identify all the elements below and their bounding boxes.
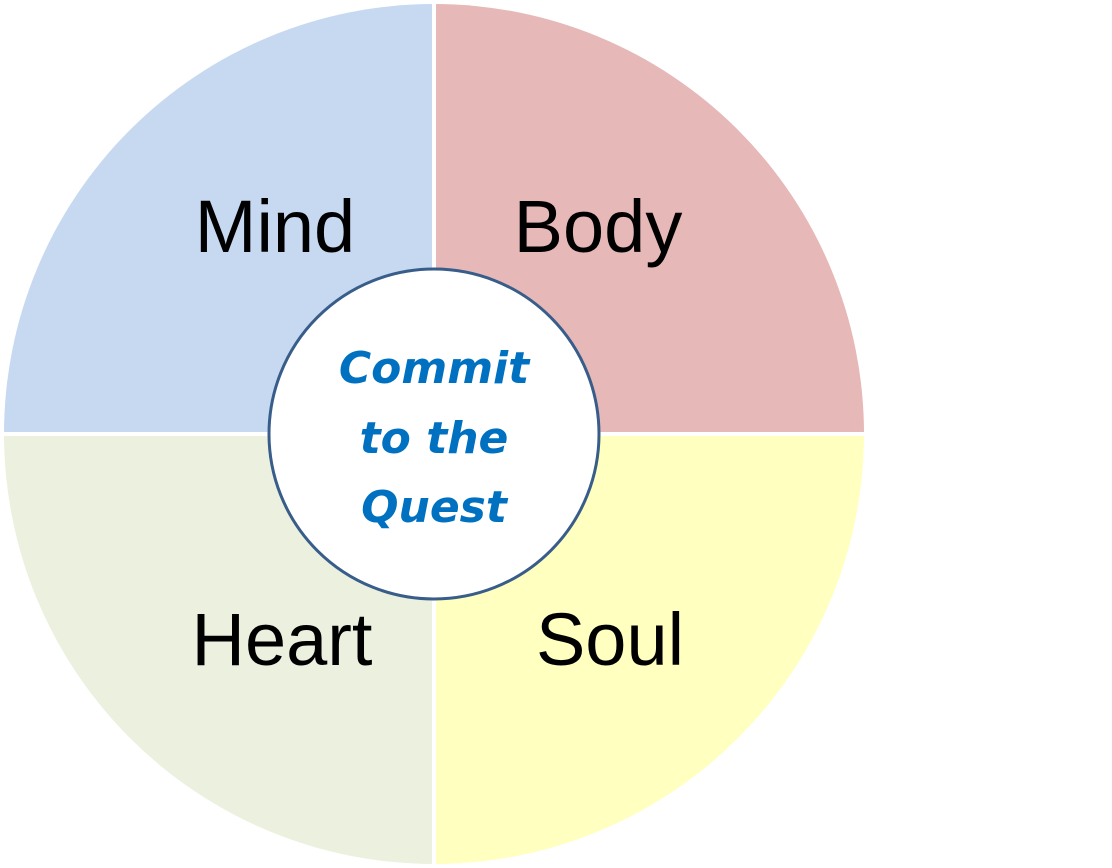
center-line-1: Commit [339, 343, 531, 394]
label-body: Body [514, 185, 683, 268]
label-soul: Soul [536, 598, 684, 681]
center-line-3: Quest [361, 482, 509, 533]
label-mind: Mind [195, 185, 355, 268]
label-heart: Heart [192, 598, 373, 681]
center-circle [267, 267, 601, 601]
center-line-2: to the [360, 413, 509, 464]
